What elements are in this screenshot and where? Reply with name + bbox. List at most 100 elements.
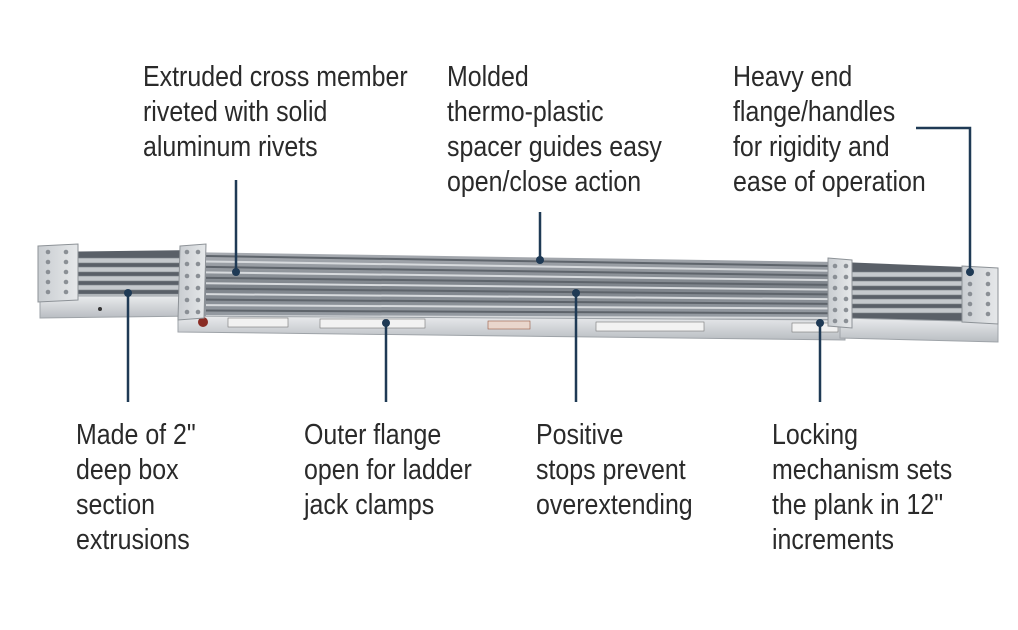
- rivet: [832, 296, 838, 302]
- rivet: [832, 307, 838, 313]
- deck-slat: [205, 293, 831, 301]
- leader-lines: [124, 126, 974, 402]
- deck-slat: [205, 265, 831, 277]
- callout-line: ease of operation: [733, 166, 926, 198]
- callout-line: Molded: [447, 61, 529, 93]
- rivet: [63, 249, 69, 255]
- rivet: [63, 259, 69, 265]
- callout-box-section: Made of 2" deep box section extrusions: [76, 418, 196, 558]
- leader-dot: [536, 256, 544, 264]
- rivet: [184, 309, 190, 315]
- callout-line: jack clamps: [304, 489, 435, 521]
- callout-line: riveted with solid: [143, 96, 328, 128]
- extension-slat: [851, 280, 963, 287]
- leader-dot: [382, 319, 390, 327]
- rivet: [45, 249, 51, 255]
- rivet: [843, 318, 849, 324]
- rivet: [967, 291, 973, 297]
- extension-slat: [851, 307, 963, 314]
- callout-line: aluminum rivets: [143, 131, 318, 163]
- callout-line: Heavy end: [733, 61, 853, 93]
- flange-sticker: [595, 321, 705, 332]
- flange-sticker: [791, 322, 839, 333]
- callout-line: mechanism sets: [772, 454, 953, 486]
- rivet: [843, 263, 849, 269]
- rivet: [45, 259, 51, 265]
- rivet: [985, 271, 991, 277]
- callout-line: Positive: [536, 419, 624, 451]
- extension-slat: [851, 298, 963, 305]
- leader-dot: [232, 268, 240, 276]
- left-cross-member: [177, 243, 207, 321]
- rivet: [967, 281, 973, 287]
- rivet: [843, 274, 849, 280]
- rivet: [45, 279, 51, 285]
- leader-end-flange: [916, 126, 972, 272]
- rivet: [195, 273, 201, 279]
- rivet: [184, 297, 190, 303]
- deck-slat: [205, 309, 831, 315]
- deck-slat: [205, 282, 831, 291]
- left-end-flange: [37, 243, 79, 303]
- callout-line: extrusions: [76, 524, 190, 556]
- deck-slat: [205, 260, 831, 272]
- rivet-hole: [98, 307, 102, 311]
- callout-cross-member: Extruded cross member riveted with solid…: [143, 60, 408, 165]
- deck-slat: [205, 276, 831, 286]
- rivet: [184, 261, 190, 267]
- rivet: [184, 249, 190, 255]
- callout-line: spacer guides easy: [447, 131, 662, 163]
- rivet: [832, 274, 838, 280]
- extension-slat: [77, 266, 181, 273]
- rivet: [195, 297, 201, 303]
- rivet: [832, 263, 838, 269]
- rivet: [195, 309, 201, 315]
- rivet: [843, 307, 849, 313]
- extension-slat: [77, 275, 181, 282]
- callout-outer-flange: Outer flange open for ladder jack clamps: [304, 418, 472, 523]
- deck-slat: [205, 271, 831, 282]
- rivet: [184, 273, 190, 279]
- rivet: [195, 285, 201, 291]
- rivet: [843, 285, 849, 291]
- warning-sticker: [487, 320, 531, 330]
- leader-dot: [816, 319, 824, 327]
- deck-slat: [205, 287, 831, 296]
- rivet: [967, 301, 973, 307]
- extension-slat: [77, 257, 181, 264]
- rivet: [985, 301, 991, 307]
- callout-positive-stops: Positive stops prevent overextending: [536, 418, 693, 523]
- rivet: [63, 289, 69, 295]
- callout-line: Outer flange: [304, 419, 442, 451]
- callout-line: flange/handles: [733, 96, 896, 128]
- rivet: [832, 318, 838, 324]
- extension-slat: [851, 271, 963, 278]
- deck-slat: [205, 304, 831, 310]
- callout-line: open/close action: [447, 166, 642, 198]
- callout-line: Extruded cross member: [143, 61, 408, 93]
- rivet: [985, 311, 991, 317]
- right-end-flange: [961, 265, 999, 325]
- callout-line: open for ladder: [304, 454, 472, 486]
- callout-line: deep box: [76, 454, 179, 486]
- rivet: [45, 269, 51, 275]
- extension-slat: [851, 289, 963, 296]
- rivet: [967, 311, 973, 317]
- rivet: [843, 296, 849, 302]
- callout-line: overextending: [536, 489, 693, 521]
- leader-dot: [572, 289, 580, 297]
- rivet: [195, 261, 201, 267]
- right-extension-section: [839, 262, 999, 343]
- rivet: [63, 269, 69, 275]
- rivet: [63, 279, 69, 285]
- stop-knob: [198, 317, 208, 327]
- rivet: [195, 249, 201, 255]
- rivet: [985, 281, 991, 287]
- main-deck: [177, 252, 846, 341]
- callout-line: Made of 2": [76, 419, 196, 451]
- callout-line: stops prevent: [536, 454, 686, 486]
- callout-line: the plank in 12": [772, 489, 944, 521]
- leader-dot: [124, 289, 132, 297]
- leader-dot: [966, 268, 974, 276]
- callout-line: for rigidity and: [733, 131, 890, 163]
